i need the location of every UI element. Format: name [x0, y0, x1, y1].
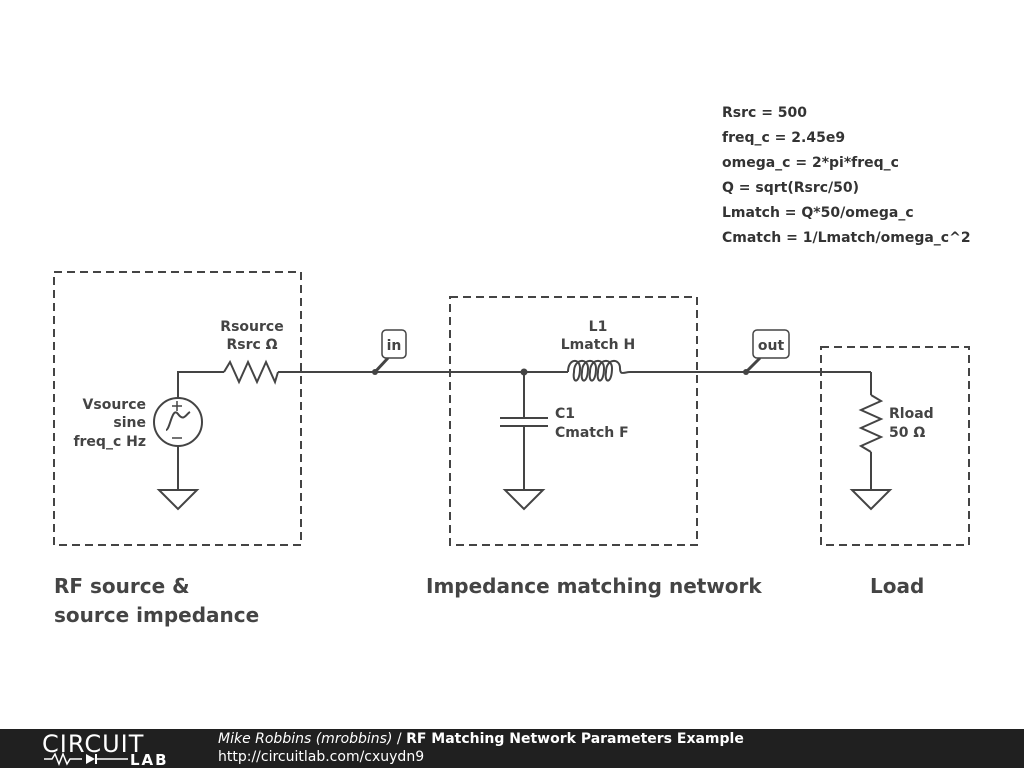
param-line: Q = sqrt(Rsrc/50) — [722, 180, 859, 196]
vsource-type: sine — [113, 415, 146, 431]
rsource-value: Rsrc Ω — [226, 337, 277, 353]
param-line: omega_c = 2*pi*freq_c — [722, 155, 899, 171]
c1-capacitor[interactable] — [500, 417, 548, 427]
node-out-tag[interactable]: out — [744, 329, 790, 374]
rload-value: 50 Ω — [889, 425, 925, 441]
footer-bar: CIRCUIT LAB Mike Robbins (mrobbins) / RF… — [0, 729, 1024, 769]
param-line: Rsrc = 500 — [722, 105, 807, 121]
rload-name: Rload — [889, 406, 934, 422]
source-block-box — [53, 271, 302, 546]
junction-dot — [520, 368, 528, 376]
wires — [177, 371, 872, 490]
node-dot — [743, 369, 749, 375]
author-name[interactable]: Mike Robbins (mrobbins) — [218, 731, 393, 747]
node-dot — [372, 369, 378, 375]
circuitlab-logo[interactable]: CIRCUIT — [42, 730, 145, 758]
ground-symbol — [156, 489, 200, 511]
rload-resistor[interactable] — [858, 394, 884, 453]
ground-symbol — [849, 489, 893, 511]
source-block-caption: RF source & — [54, 574, 190, 598]
vsource-symbol[interactable] — [153, 397, 203, 447]
node-in-tag[interactable]: in — [373, 329, 407, 374]
node-out-label: out — [758, 338, 785, 354]
credit-line: Mike Robbins (mrobbins) / RF Matching Ne… — [218, 731, 744, 747]
node-in-label: in — [387, 338, 402, 354]
load-block-caption: Load — [870, 574, 924, 598]
credit-separator: / — [392, 731, 407, 747]
param-line: freq_c = 2.45e9 — [722, 130, 845, 146]
load-block-box — [820, 346, 970, 546]
vsource-value: freq_c Hz — [73, 434, 146, 450]
param-line: Lmatch = Q*50/omega_c — [722, 205, 914, 221]
circuit-url[interactable]: http://circuitlab.com/cxuydn9 — [218, 749, 425, 765]
circuit-title[interactable]: RF Matching Network Parameters Example — [406, 731, 744, 747]
rsource-name: Rsource — [220, 319, 283, 335]
c1-value: Cmatch F — [555, 425, 629, 441]
c1-name: C1 — [555, 406, 575, 422]
l1-inductor[interactable] — [567, 360, 631, 382]
param-line: Cmatch = 1/Lmatch/omega_c^2 — [722, 230, 971, 246]
circuitlab-logo-sub: LAB — [42, 751, 177, 769]
l1-name: L1 — [589, 319, 608, 335]
logo-lab-text: LAB — [130, 751, 169, 769]
ground-symbol — [502, 489, 546, 511]
l1-value: Lmatch H — [561, 337, 636, 353]
schematic-canvas: Rsrc = 500 freq_c = 2.45e9 omega_c = 2*p… — [53, 105, 971, 627]
matching-block-caption: Impedance matching network — [426, 574, 762, 598]
logo-wave-icon — [44, 751, 128, 767]
rsource-resistor[interactable] — [223, 359, 279, 385]
matching-block-box — [449, 296, 698, 546]
parameter-block: Rsrc = 500 freq_c = 2.45e9 omega_c = 2*p… — [722, 105, 971, 246]
vsource-name: Vsource — [83, 397, 146, 413]
source-block-caption-line2: source impedance — [54, 603, 259, 627]
